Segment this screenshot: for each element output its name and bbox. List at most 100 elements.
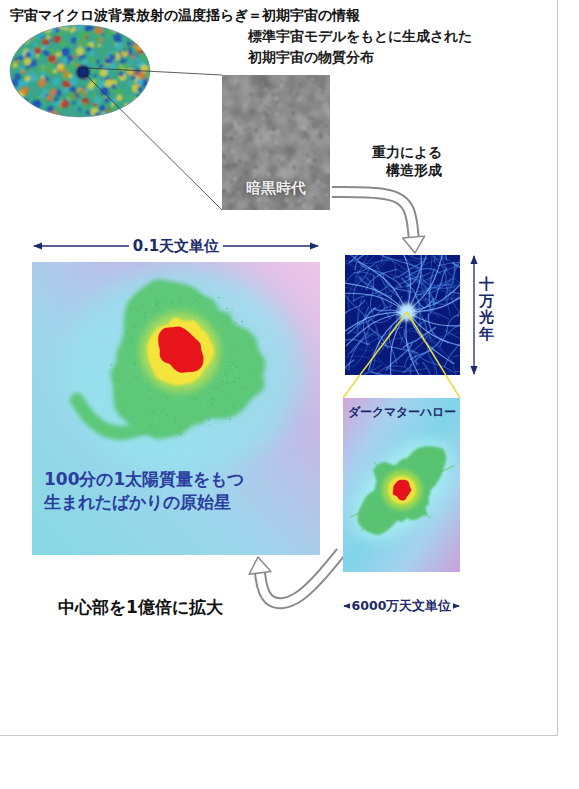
drawn-circle <box>259 125 262 128</box>
cmb-spot <box>46 68 53 75</box>
cmb-spot <box>117 23 124 30</box>
drawn-circle <box>196 299 198 301</box>
drawn-circle <box>229 418 231 420</box>
drawn-path <box>345 293 407 312</box>
drawn-circle <box>118 386 120 388</box>
drawn-circle <box>303 152 314 163</box>
cmb-spot <box>78 108 81 111</box>
drawn-circle <box>134 326 136 328</box>
cmb-spot <box>108 108 116 116</box>
cmb-spot <box>73 55 77 59</box>
gas-speckle <box>108 291 255 435</box>
drawn-path <box>407 255 443 312</box>
zoom-line <box>87 68 222 75</box>
drawn-circle <box>313 152 316 155</box>
drawn-circle <box>254 169 256 171</box>
drawn-circle <box>163 410 165 412</box>
cmb-spot <box>94 81 99 86</box>
cmb-spot <box>137 26 142 31</box>
spiral-arm <box>77 400 157 433</box>
arrow-body <box>332 192 414 239</box>
cmb-spot <box>50 89 57 96</box>
drawn-circle <box>253 169 258 174</box>
drawn-circle <box>276 158 281 163</box>
drawn-circle <box>233 183 235 185</box>
drawn-circle <box>274 134 286 146</box>
drawn-circle <box>228 176 232 180</box>
drawn-circle <box>242 193 245 196</box>
drawn-path <box>384 374 421 375</box>
drawn-circle <box>285 145 295 155</box>
drawn-circle <box>225 106 229 110</box>
drawn-circle <box>273 101 275 103</box>
cmb-spot <box>76 47 84 55</box>
frame-line <box>557 0 558 736</box>
cmb-spot <box>65 67 70 72</box>
dimension-label-holder: 0.1天文単位 <box>129 237 224 256</box>
cmb-spot <box>17 106 21 110</box>
cmb-spot <box>10 29 18 37</box>
cmb-spot <box>134 56 139 61</box>
drawn-circle <box>312 184 315 187</box>
arrow-outline <box>332 192 414 239</box>
drawn-path <box>406 312 422 375</box>
drawn-circle <box>144 316 146 318</box>
drawn-circle <box>176 420 178 422</box>
panel-label-holder: ダークマターハロー <box>343 405 460 420</box>
panel-caption-holder: 100分の1太陽質量をもつ 生まれたばかりの原始星 <box>44 468 310 514</box>
drawn-circle <box>310 116 313 119</box>
drawn-path <box>410 338 442 360</box>
drawn-circle <box>319 75 324 78</box>
drawn-circle <box>235 374 237 376</box>
drawn-circle <box>254 207 258 210</box>
drawn-circle <box>223 164 228 169</box>
cmb-spot <box>141 104 145 108</box>
cmb-spot <box>78 88 86 96</box>
drawn-circle <box>222 108 225 111</box>
drawn-circle <box>224 373 226 375</box>
drawn-path <box>400 364 411 375</box>
drawn-circle <box>289 88 298 97</box>
drawn-circle <box>138 347 140 349</box>
drawn-circle <box>231 149 235 153</box>
drawn-circle <box>238 205 242 209</box>
drawn-circle <box>323 184 328 189</box>
drawn-circle <box>122 368 124 370</box>
drawn-circle <box>309 205 314 210</box>
drawn-circle <box>276 82 278 84</box>
cmb-spot <box>128 82 132 86</box>
cmb-spot <box>24 27 28 31</box>
drawn-circle <box>211 398 213 400</box>
density-noise <box>222 75 330 210</box>
drawn-circle <box>231 79 234 82</box>
drawn-path <box>421 255 450 261</box>
drawn-circle <box>129 365 131 367</box>
drawn-circle <box>315 131 318 134</box>
drawn-circle <box>235 85 239 89</box>
arrow-head <box>403 236 425 253</box>
drawn-circle <box>139 359 141 361</box>
cmb-spot <box>127 27 132 32</box>
cmb-spot <box>96 105 99 108</box>
drawn-path <box>407 312 454 364</box>
drawn-circle <box>222 102 224 105</box>
drawn-circle <box>310 104 312 106</box>
drawn-circle <box>259 101 262 104</box>
drawn-circle <box>268 101 271 104</box>
cmb-spot <box>127 23 131 27</box>
zoom-region <box>79 68 87 76</box>
drawn-circle <box>258 136 262 140</box>
cmb-spot <box>106 58 112 64</box>
cmb-spot <box>131 76 135 80</box>
drawn-circle <box>222 137 227 143</box>
cmb-spot <box>11 101 16 106</box>
drawn-circle <box>199 296 201 298</box>
drawn-path <box>412 255 446 256</box>
panel-ground <box>345 255 460 375</box>
drawn-circle <box>230 101 233 104</box>
cmb-spot <box>47 106 54 113</box>
drawn-circle <box>292 165 296 169</box>
drawn-path <box>345 353 348 370</box>
cmb-spot <box>89 51 95 57</box>
drawn-circle <box>155 391 157 393</box>
